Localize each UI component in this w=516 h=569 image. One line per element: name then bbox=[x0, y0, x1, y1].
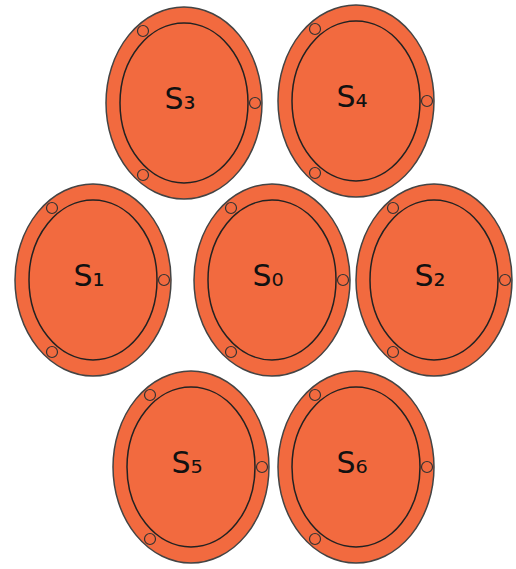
rim-hole bbox=[226, 203, 237, 214]
disk-node: S₅ bbox=[111, 369, 271, 565]
disk-node: S₆ bbox=[276, 369, 436, 565]
inner-disk bbox=[370, 200, 498, 360]
outer-rim bbox=[113, 371, 269, 563]
inner-disk bbox=[120, 23, 248, 183]
disk-label: S₀ bbox=[252, 261, 283, 291]
disk-label: S₃ bbox=[164, 84, 195, 114]
rim-hole bbox=[500, 275, 511, 286]
rim-hole bbox=[388, 347, 399, 358]
disk-label: S₆ bbox=[336, 448, 367, 478]
disk-node: S₁ bbox=[13, 182, 173, 378]
rim-hole bbox=[226, 347, 237, 358]
outer-rim bbox=[278, 5, 434, 197]
rim-hole bbox=[310, 390, 321, 401]
outer-rim bbox=[278, 371, 434, 563]
disk-label: S₂ bbox=[414, 261, 445, 291]
outer-rim bbox=[106, 7, 262, 199]
inner-disk bbox=[208, 200, 336, 360]
rim-hole bbox=[250, 98, 261, 109]
disk-label: S₅ bbox=[171, 448, 202, 478]
rim-hole bbox=[422, 462, 433, 473]
rim-hole bbox=[338, 275, 349, 286]
disk-node: S₃ bbox=[104, 5, 264, 201]
rim-hole bbox=[310, 24, 321, 35]
inner-disk bbox=[29, 200, 157, 360]
inner-disk bbox=[292, 387, 420, 547]
disk-node: S₀ bbox=[192, 182, 352, 378]
outer-rim bbox=[194, 184, 350, 376]
rim-hole bbox=[388, 203, 399, 214]
rim-hole bbox=[422, 96, 433, 107]
disk-label: S₁ bbox=[73, 261, 104, 291]
rim-hole bbox=[145, 390, 156, 401]
disk-node: S₄ bbox=[276, 3, 436, 199]
rim-hole bbox=[310, 534, 321, 545]
outer-rim bbox=[15, 184, 171, 376]
inner-disk bbox=[127, 387, 255, 547]
rim-hole bbox=[159, 275, 170, 286]
outer-rim bbox=[356, 184, 512, 376]
rim-hole bbox=[47, 347, 58, 358]
rim-hole bbox=[310, 168, 321, 179]
rim-hole bbox=[145, 534, 156, 545]
disk-node: S₂ bbox=[354, 182, 514, 378]
disk-label: S₄ bbox=[336, 82, 367, 112]
rim-hole bbox=[138, 170, 149, 181]
rim-hole bbox=[47, 203, 58, 214]
rim-hole bbox=[257, 462, 268, 473]
rim-hole bbox=[138, 26, 149, 37]
inner-disk bbox=[292, 21, 420, 181]
